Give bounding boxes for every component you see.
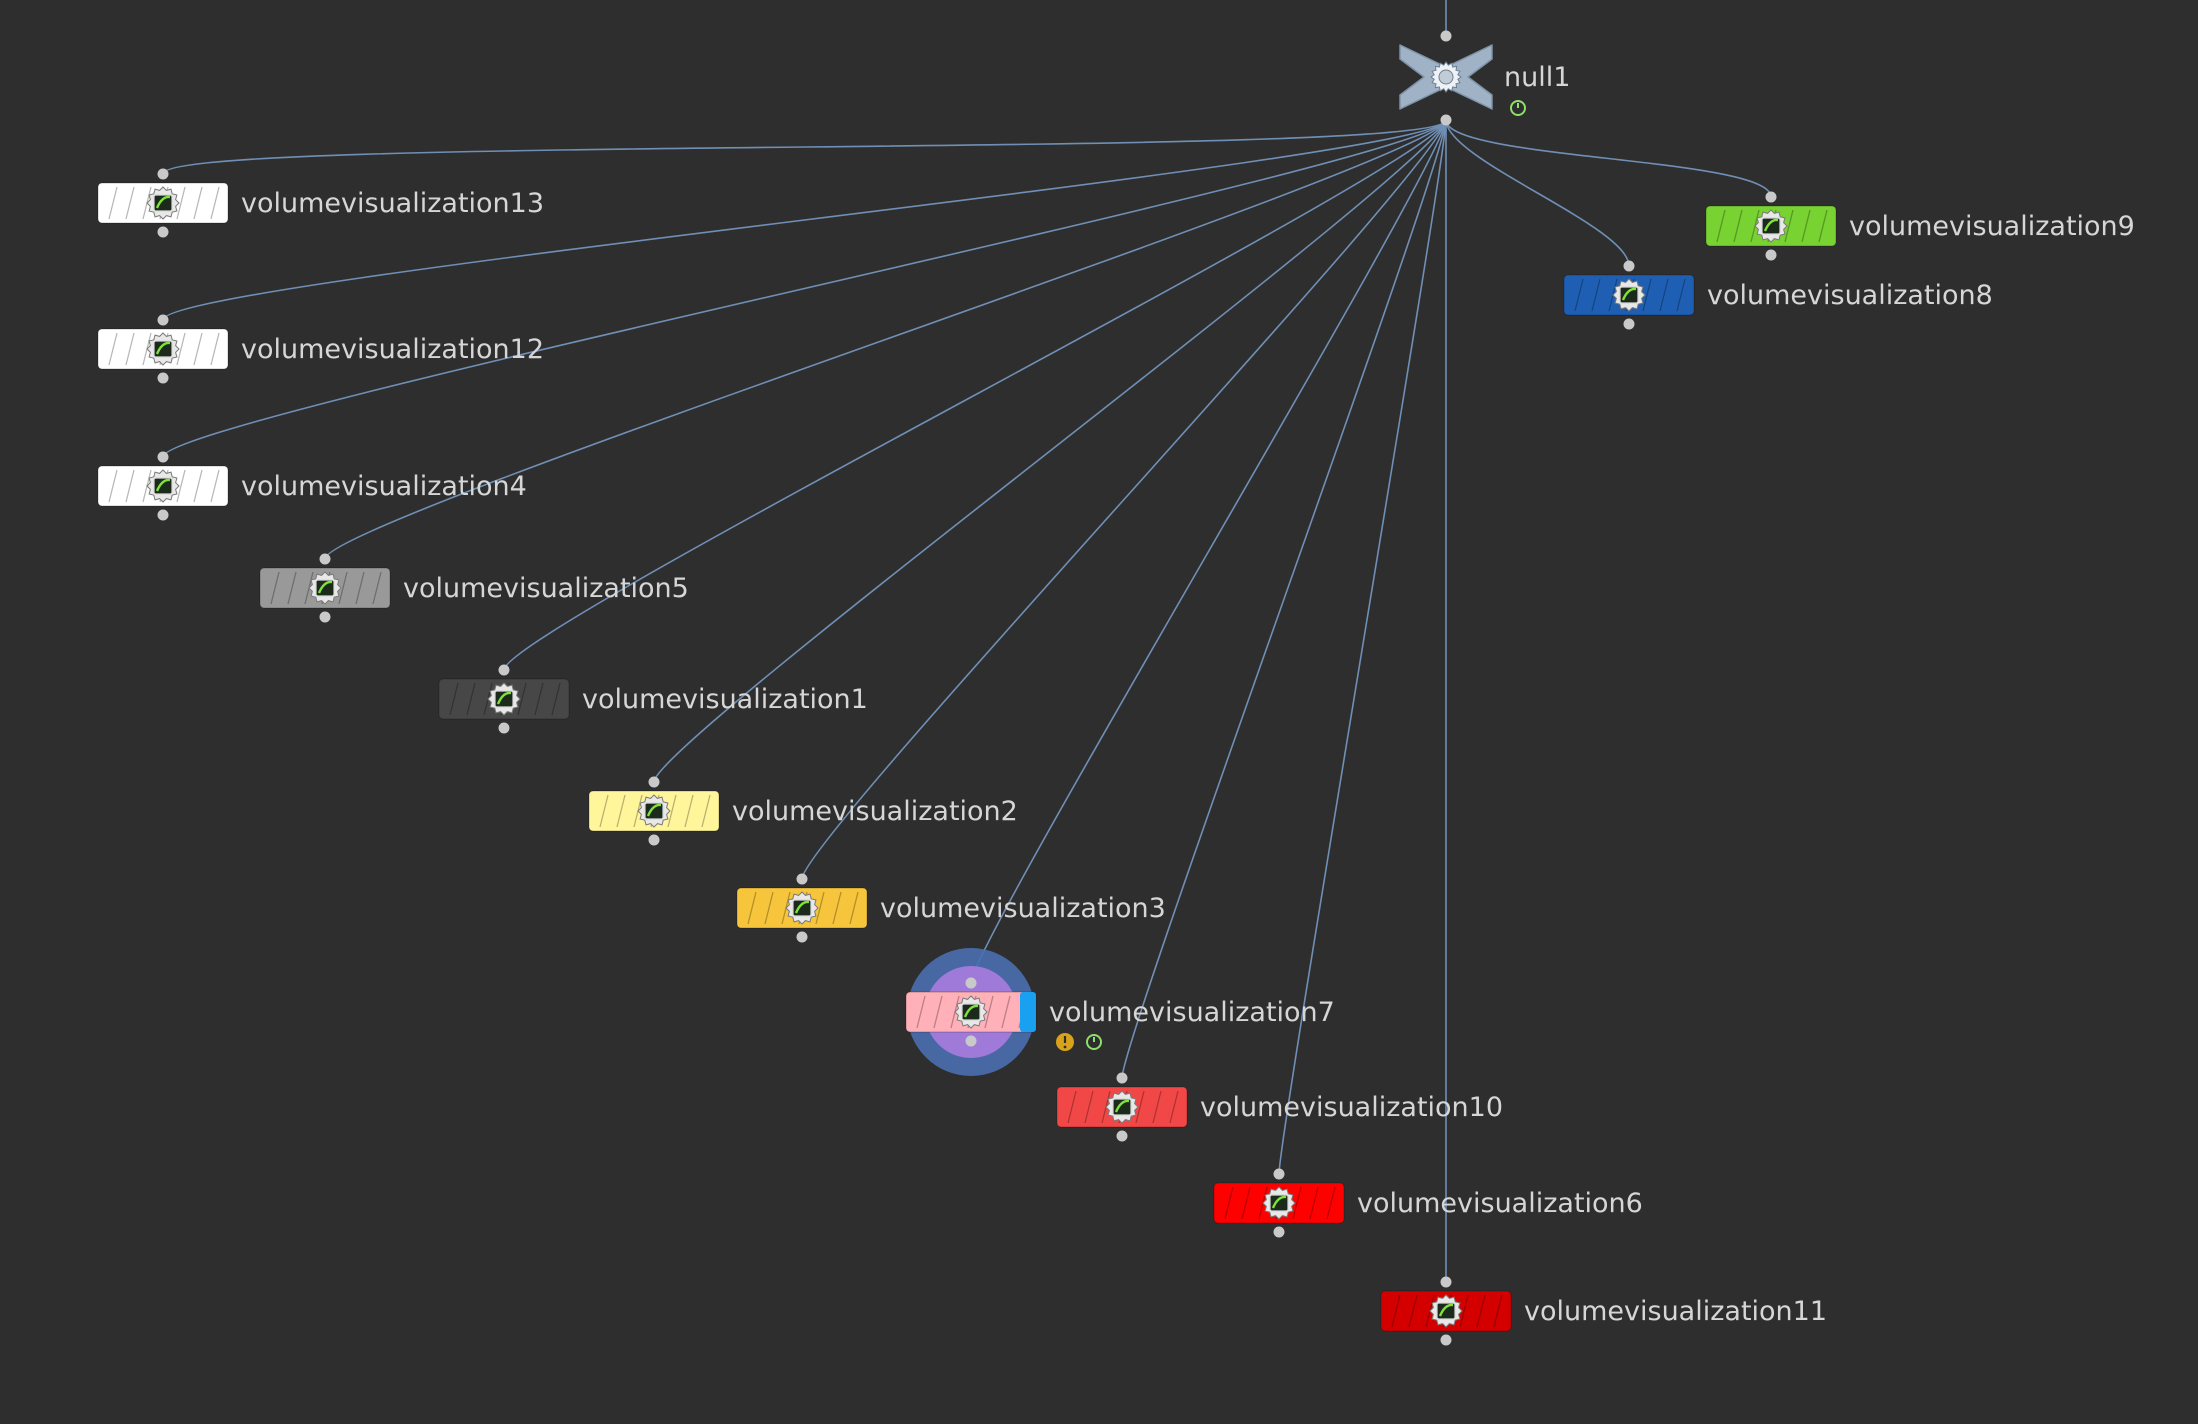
output-connector[interactable] [965, 1035, 977, 1047]
output-connector[interactable] [157, 226, 169, 238]
wire-null1-to-volumevisualization10[interactable] [1121, 119, 1447, 1079]
node-volumevisualization4[interactable]: volumevisualization4 [97, 451, 527, 521]
input-connector[interactable] [319, 553, 331, 565]
wire-null1-to-volumevisualization8[interactable] [1445, 119, 1630, 267]
volume-visualize-icon [1429, 1294, 1463, 1328]
input-connector[interactable] [157, 451, 169, 463]
node-volumevisualization1[interactable]: volumevisualization1 [438, 664, 868, 734]
output-connector[interactable] [319, 611, 331, 623]
wire-null1-to-volumevisualization12[interactable] [162, 119, 1447, 321]
output-connector[interactable] [1765, 249, 1777, 261]
node-label[interactable]: volumevisualization7 [1049, 997, 1335, 1028]
output-connector[interactable] [1623, 318, 1635, 330]
node-volumevisualization12[interactable]: volumevisualization12 [97, 314, 544, 384]
input-connector[interactable] [1440, 30, 1452, 42]
output-connector[interactable] [157, 372, 169, 384]
wire-null1-to-volumevisualization13[interactable] [162, 119, 1447, 175]
volume-visualize-icon [146, 186, 180, 220]
node-label[interactable]: volumevisualization12 [241, 334, 544, 365]
volume-visualize-icon [637, 794, 671, 828]
volume-visualize-icon [954, 995, 988, 1029]
node-volumevisualization9[interactable]: volumevisualization9 [1705, 191, 2135, 261]
nodes-layer: null1 volumevisualization13 volumevisualiz… [97, 30, 2135, 1346]
node-volumevisualization10[interactable]: volumevisualization10 [1056, 1072, 1503, 1142]
display-flag-icon [1510, 100, 1526, 116]
input-connector[interactable] [1273, 1168, 1285, 1180]
output-connector[interactable] [1440, 114, 1452, 126]
node-volumevisualization3[interactable]: volumevisualization3 [736, 873, 1166, 943]
node-label[interactable]: volumevisualization11 [1524, 1296, 1827, 1327]
volume-visualize-icon [1105, 1090, 1139, 1124]
wire-null1-to-volumevisualization6[interactable] [1278, 119, 1447, 1175]
volume-visualize-icon [785, 891, 819, 925]
wire-null1-to-volumevisualization9[interactable] [1445, 119, 1772, 198]
node-volumevisualization6[interactable]: volumevisualization6 [1213, 1168, 1643, 1238]
volume-visualize-icon [1754, 209, 1788, 243]
node-label[interactable]: volumevisualization2 [732, 796, 1018, 827]
warning-icon [1056, 1033, 1074, 1051]
node-volumevisualization13[interactable]: volumevisualization13 [97, 168, 544, 238]
wire-null1-to-volumevisualization2[interactable] [653, 119, 1447, 783]
wires-layer [162, 0, 1772, 1282]
output-connector[interactable] [1116, 1130, 1128, 1142]
node-label[interactable]: volumevisualization4 [241, 471, 527, 502]
display-flag-icon [1086, 1034, 1102, 1050]
gear-icon [1430, 61, 1462, 93]
input-connector[interactable] [1440, 1276, 1452, 1288]
node-label[interactable]: volumevisualization8 [1707, 280, 1993, 311]
volume-visualize-icon [1612, 278, 1646, 312]
volume-visualize-icon [146, 469, 180, 503]
volume-visualize-icon [1262, 1186, 1296, 1220]
wire-null1-to-volumevisualization5[interactable] [324, 119, 1447, 560]
input-connector[interactable] [648, 776, 660, 788]
node-label[interactable]: volumevisualization10 [1200, 1092, 1503, 1123]
node-label[interactable]: volumevisualization3 [880, 893, 1166, 924]
output-connector[interactable] [498, 722, 510, 734]
input-connector[interactable] [157, 314, 169, 326]
input-connector[interactable] [965, 977, 977, 989]
input-connector[interactable] [1116, 1072, 1128, 1084]
wire-null1-to-volumevisualization1[interactable] [503, 119, 1447, 671]
output-connector[interactable] [1440, 1334, 1452, 1346]
output-connector[interactable] [1273, 1226, 1285, 1238]
volume-visualize-icon [146, 332, 180, 366]
wire-null1-to-volumevisualization4[interactable] [162, 119, 1447, 458]
node-volumevisualization7[interactable]: volumevisualization7 [905, 948, 1335, 1076]
node-label[interactable]: volumevisualization6 [1357, 1188, 1643, 1219]
input-connector[interactable] [157, 168, 169, 180]
node-null1[interactable]: null1 [1399, 30, 1570, 126]
output-connector[interactable] [157, 509, 169, 521]
node-label[interactable]: volumevisualization13 [241, 188, 544, 219]
output-connector[interactable] [796, 931, 808, 943]
node-label[interactable]: volumevisualization5 [403, 573, 689, 604]
node-volumevisualization5[interactable]: volumevisualization5 [259, 553, 689, 623]
input-connector[interactable] [498, 664, 510, 676]
output-connector[interactable] [648, 834, 660, 846]
input-connector[interactable] [1623, 260, 1635, 272]
node-label[interactable]: volumevisualization9 [1849, 211, 2135, 242]
volume-visualize-icon [308, 571, 342, 605]
display-bypass-flag[interactable] [1020, 992, 1036, 1032]
input-connector[interactable] [1765, 191, 1777, 203]
volume-visualize-icon [487, 682, 521, 716]
node-volumevisualization8[interactable]: volumevisualization8 [1563, 260, 1993, 330]
input-connector[interactable] [796, 873, 808, 885]
wire-null1-to-volumevisualization7[interactable] [970, 119, 1447, 984]
wire-null1-to-volumevisualization3[interactable] [801, 119, 1447, 880]
node-label[interactable]: null1 [1504, 62, 1570, 93]
node-label[interactable]: volumevisualization1 [582, 684, 868, 715]
node-volumevisualization11[interactable]: volumevisualization11 [1380, 1276, 1827, 1346]
node-volumevisualization2[interactable]: volumevisualization2 [588, 776, 1018, 846]
